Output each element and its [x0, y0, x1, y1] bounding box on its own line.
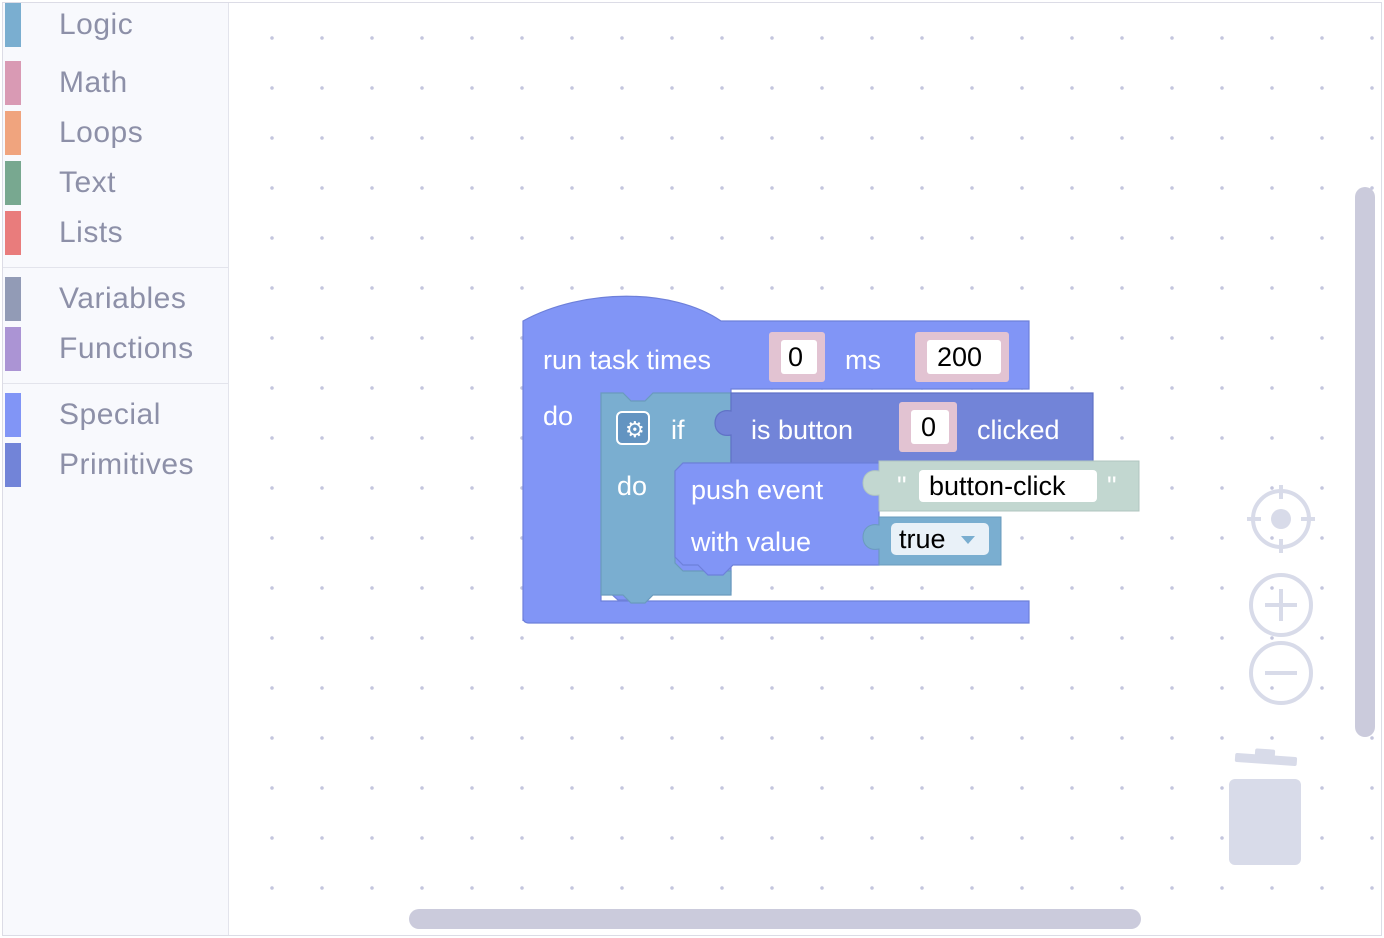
trash-lid [1234, 752, 1298, 767]
plus-icon [1249, 573, 1313, 637]
block-canvas: run task times 0 ms 200 do ⚙ if do is bu… [522, 295, 1315, 865]
is-button-label: is button [751, 415, 853, 445]
category-swatch [5, 277, 21, 321]
category-label: Text [59, 166, 117, 199]
category-label: Variables [59, 282, 187, 315]
push-event-label: push event [691, 475, 824, 505]
category-swatch [5, 3, 21, 47]
toolbox-separator [3, 267, 229, 268]
is-button-block[interactable]: is button 0 clicked [714, 392, 1094, 464]
category-math[interactable]: Math [3, 61, 229, 105]
recenter-button[interactable] [1247, 485, 1315, 553]
category-label: Lists [59, 216, 124, 249]
if-block[interactable]: ⚙ if do [600, 392, 732, 604]
category-label: Functions [59, 332, 194, 365]
dropdown-arrow-icon [961, 536, 975, 544]
close-quote: " [1107, 471, 1117, 501]
vertical-scrollbar[interactable] [1355, 187, 1375, 737]
category-special[interactable]: Special [3, 393, 229, 437]
category-functions[interactable]: Functions [3, 327, 229, 371]
toolbox-separator [3, 383, 229, 384]
category-swatch [5, 61, 21, 105]
clicked-label: clicked [977, 415, 1060, 445]
if-label: if [671, 415, 685, 445]
category-swatch [5, 393, 21, 437]
times-input-value: 0 [788, 342, 803, 372]
open-quote: " [897, 471, 907, 501]
zoom-in-button[interactable] [1249, 573, 1313, 637]
times-input-field[interactable] [781, 340, 817, 374]
category-variables[interactable]: Variables [3, 277, 229, 321]
push-event-block[interactable]: push event with value [674, 462, 880, 576]
trash-icon [1229, 779, 1301, 865]
run-task-label: run task times [543, 345, 711, 375]
mutator-button[interactable] [616, 411, 650, 445]
toolbox: Logic Math Loops Text Lists Variables Fu… [3, 3, 229, 935]
text-value-block[interactable]: " button-click " [862, 460, 1140, 512]
category-logic[interactable]: Logic [3, 3, 229, 47]
ms-label: ms [845, 345, 881, 375]
ms-input-value: 200 [937, 342, 982, 372]
category-label: Loops [59, 116, 144, 149]
category-label: Logic [59, 8, 134, 41]
category-label: Math [59, 66, 128, 99]
category-label: Special [59, 398, 161, 431]
trash-button[interactable] [1229, 748, 1301, 865]
with-value-label: with value [690, 527, 811, 557]
category-label: Primitives [59, 448, 195, 481]
category-swatch [5, 161, 21, 205]
category-swatch [5, 443, 21, 487]
minus-icon [1249, 641, 1313, 705]
category-swatch [5, 327, 21, 371]
text-field[interactable] [919, 470, 1097, 502]
gear-icon: ⚙ [625, 418, 645, 443]
button-index-value: 0 [921, 412, 936, 442]
category-loops[interactable]: Loops [3, 111, 229, 155]
if-do-label: do [617, 471, 647, 501]
run-task-do-label: do [543, 401, 573, 431]
bool-dropdown[interactable] [891, 523, 989, 555]
bool-value-block[interactable]: true [862, 516, 1002, 566]
button-index-field[interactable] [911, 410, 949, 444]
category-primitives[interactable]: Primitives [3, 443, 229, 487]
category-lists[interactable]: Lists [3, 211, 229, 255]
category-swatch [5, 111, 21, 155]
horizontal-scrollbar[interactable] [409, 909, 1141, 929]
bool-dropdown-value: true [899, 524, 946, 554]
category-text[interactable]: Text [3, 161, 229, 205]
category-swatch [5, 211, 21, 255]
ms-input-field[interactable] [927, 340, 1001, 374]
text-field-value: button-click [929, 471, 1066, 501]
zoom-out-button[interactable] [1249, 641, 1313, 705]
